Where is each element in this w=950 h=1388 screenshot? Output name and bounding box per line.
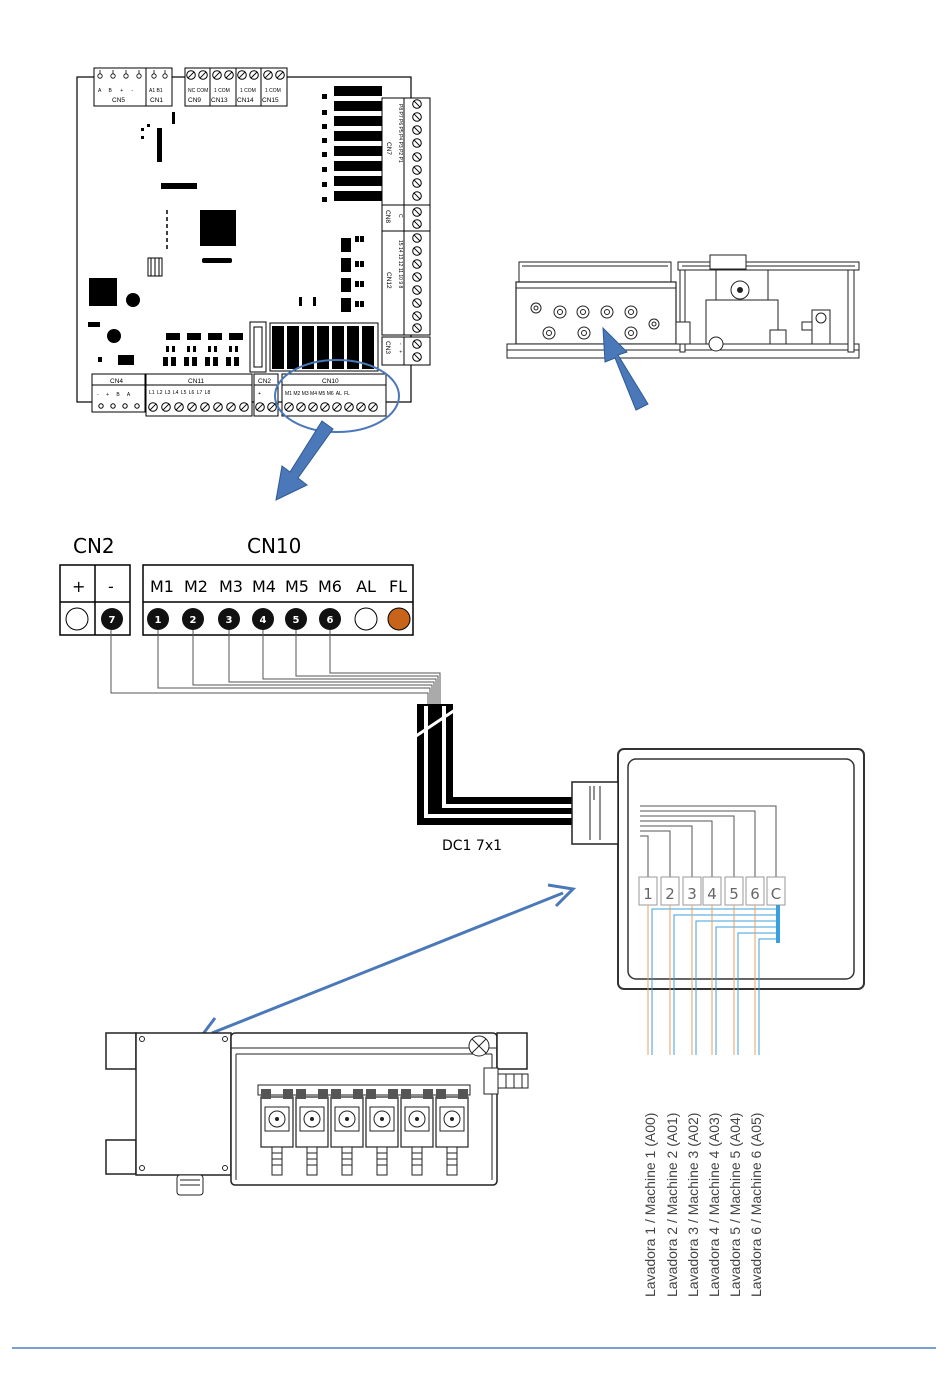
cn10-terminal — [218, 608, 240, 630]
svg-text:3: 3 — [687, 885, 697, 903]
arrow-pcb-to-detail — [275, 420, 334, 501]
cn10-terminal — [182, 608, 204, 630]
washer-label-4: Lavadora 4 / Machine 4 (A03) — [706, 1113, 722, 1297]
enclosure-side-view — [506, 254, 860, 359]
svg-text:4: 4 — [260, 615, 267, 626]
cn10-highlight-ellipse — [274, 359, 400, 433]
cable-dc1: DC1 7x1 — [409, 704, 575, 854]
washer-label-5: Lavadora 5 / Machine 5 (A04) — [727, 1113, 743, 1297]
cn10-terminal-fl — [387, 607, 411, 631]
cn10-small-label: CN10 — [322, 378, 339, 385]
svg-text:A1 B1: A1 B1 — [149, 88, 163, 94]
svg-text:6: 6 — [327, 615, 334, 626]
cn2-pin-plus: + — [72, 577, 85, 596]
svg-text:NC COM: NC COM — [188, 88, 208, 94]
cn10-pin-m4: M4 — [252, 577, 276, 596]
washer-label-6: Lavadora 6 / Machine 6 (A05) — [748, 1113, 764, 1297]
svg-text:1 COM: 1 COM — [240, 88, 256, 94]
junction-box: 1 2 3 4 5 6 C — [571, 748, 865, 1055]
svg-text:2: 2 — [190, 615, 197, 626]
cn2-terminal-num: 7 — [109, 615, 116, 626]
svg-text:3: 3 — [226, 615, 233, 626]
cn10-terminal — [319, 608, 341, 630]
cn2-terminal-plus — [65, 607, 89, 631]
cn10-pin-m5: M5 — [285, 577, 309, 596]
cn8-label: CN8 — [384, 210, 391, 223]
cn13-label: CN13 — [211, 97, 228, 104]
top-connector-row: A B + - CN5 A1 B1 CN1 NC COM CN9 1 COM C… — [93, 67, 288, 107]
svg-text:1 COM: 1 COM — [265, 88, 281, 94]
svg-text:2: 2 — [665, 885, 675, 903]
right-connector-column: P8 P7 P6 P5 P4 P3 P2 P1 CN7 C CN8 15 14 … — [381, 97, 431, 366]
cn3-label: CN3 — [384, 341, 391, 354]
svg-text:1 COM: 1 COM — [214, 88, 230, 94]
cn10-pin-al: AL — [356, 577, 376, 596]
connector-cn1 — [145, 67, 173, 107]
cn11-pins: L1 L2 L3 L4 L5 L6 L7 L8 — [149, 390, 210, 396]
cn2-title: CN2 — [73, 534, 115, 558]
cn10-pin-m6: M6 — [318, 577, 342, 596]
cn2-small-label: CN2 — [258, 378, 271, 385]
cn7-pins: P8 P7 P6 P5 P4 P3 P2 P1 — [397, 104, 403, 163]
svg-text:6: 6 — [750, 885, 760, 903]
pump-unit — [105, 1032, 529, 1196]
svg-text:+: + — [258, 391, 261, 397]
cn11-label: CN11 — [188, 378, 205, 385]
washer-label-1: Lavadora 1 / Machine 1 (A00) — [642, 1113, 658, 1297]
cn10-pin-m1: M1 — [150, 577, 174, 596]
cn4-label: CN4 — [110, 378, 123, 385]
svg-text:5: 5 — [293, 615, 300, 626]
terminal-wires — [110, 630, 441, 706]
cn2-terminal-minus — [101, 608, 123, 630]
cn14-label: CN14 — [237, 97, 254, 104]
cn12-pins: 15 14 13 12 11 10 9 8 — [397, 240, 403, 289]
pump-control-box — [135, 1032, 232, 1176]
double-arrow — [197, 883, 577, 1044]
cn10-pin-m2: M2 — [184, 577, 208, 596]
cn10-pin-labels: M1 M2 M3 M4 M5 M6 AL FL — [150, 577, 407, 596]
cn15-label: CN15 — [262, 97, 279, 104]
cn2-pin-minus: - — [108, 577, 114, 596]
bottom-connector-row: CN4 - + B A CN11 L1 L2 L3 L4 L5 L6 L7 L8… — [91, 373, 387, 417]
washer-label-2: Lavadora 2 / Machine 2 (A01) — [664, 1113, 680, 1297]
cn10-terminal — [252, 608, 274, 630]
junction-terminals: 1 2 3 4 5 6 C — [638, 876, 786, 906]
cn10-terminal-al — [354, 607, 378, 631]
washer-label-3: Lavadora 3 / Machine 3 (A02) — [685, 1113, 701, 1297]
arrow-to-enclosure — [602, 326, 649, 411]
cn7-label: CN7 — [385, 142, 392, 155]
cable-gland — [571, 781, 619, 845]
cn10-terminals: 1 2 3 4 5 6 — [147, 607, 411, 631]
cn5-label: CN5 — [112, 97, 125, 104]
svg-text:5: 5 — [729, 885, 739, 903]
controller-board: A B + - CN5 A1 B1 CN1 NC COM CN9 1 COM C… — [76, 67, 431, 433]
svg-text:- + B A: - + B A — [97, 392, 131, 398]
svg-text:- +: - + — [397, 343, 403, 353]
svg-text:1: 1 — [643, 885, 653, 903]
cn9-label: CN9 — [188, 97, 201, 104]
cn10-terminal — [285, 608, 307, 630]
cn10-terminal — [147, 608, 169, 630]
cn10-small-pins: M1 M2 M3 M4 M5 M6 AL FL — [285, 391, 350, 397]
svg-text:C: C — [397, 214, 403, 218]
washer-labels: Lavadora 1 / Machine 1 (A00) Lavadora 2 … — [642, 1113, 764, 1297]
svg-text:1: 1 — [155, 615, 162, 626]
detail-connectors: CN2 CN10 + - 7 M1 M2 M3 M4 M5 M6 AL FL 1… — [59, 534, 414, 636]
cn5-pins: A B + - — [98, 88, 134, 94]
svg-text:C: C — [771, 885, 781, 903]
cn12-label: CN12 — [385, 272, 392, 289]
cable-label: DC1 7x1 — [442, 838, 502, 854]
svg-text:4: 4 — [707, 885, 717, 903]
cn10-pin-m3: M3 — [219, 577, 243, 596]
cn10-title: CN10 — [247, 534, 301, 558]
cn1-label: CN1 — [150, 97, 163, 104]
cn10-pin-fl: FL — [389, 577, 407, 596]
